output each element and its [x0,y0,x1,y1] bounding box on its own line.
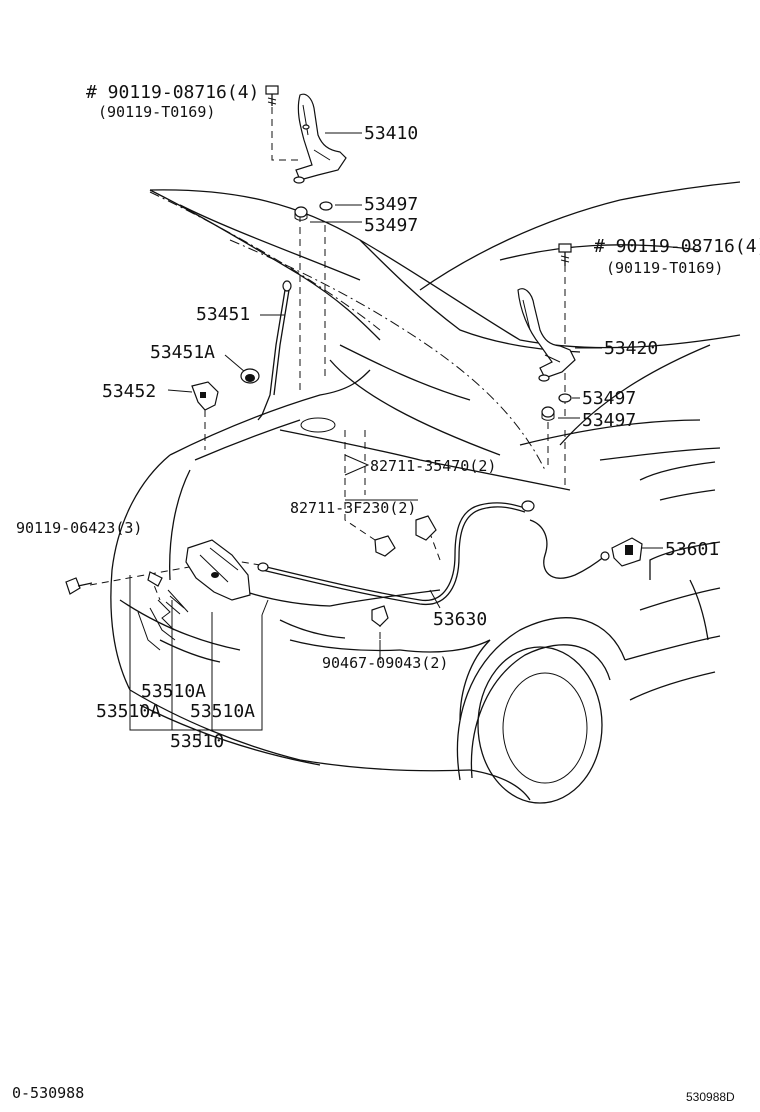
hood-lock-assembly [147,539,251,631]
label-rod-holder: 53452 [102,381,156,402]
label-release-cable: 53630 [433,609,487,630]
cushion-icon [541,393,572,421]
label-cushion-3: 53497 [582,388,636,409]
release-cable [257,500,610,605]
label-support-grommet: 53451A [150,342,215,363]
release-lever [611,537,643,567]
label-clip: 90467-09043(2) [322,654,448,672]
label-hinge-right: 53420 [604,338,658,359]
bolt-icon [265,85,279,106]
label-leaders [129,132,663,740]
label-bolt-hinge-right-alt: (90119-T0169) [606,259,723,277]
label-support-rod: 53451 [196,304,250,325]
diagram-code-left: 0-530988 [12,1084,84,1102]
part-labels: # 90119-08716(4) (90119-T0169) 53410 534… [16,82,760,752]
hood-hinge-right [517,288,576,382]
cushion-icon [294,201,333,221]
label-lock-sub-3: 53510A [190,701,255,722]
leader-lines [89,95,566,660]
clip-icon [371,605,389,627]
label-cushion-2: 53497 [364,215,418,236]
label-lock-sub-2: 53510A [96,701,161,722]
label-lock-sub-1: 53510A [141,681,206,702]
label-bolt-hinge-left-alt: (90119-T0169) [98,103,215,121]
rod-holder [191,381,219,411]
label-hinge-left: 53410 [364,123,418,144]
grommet-icon [240,368,260,384]
label-lock-assy: 53510 [170,731,224,752]
label-bolt-hinge-right: # 90119-08716(4) [594,236,760,257]
label-clamp-2: 82711-3F230(2) [290,499,416,517]
hood-support-rod [257,280,292,421]
clamp-icon [374,515,437,557]
label-cushion-1: 53497 [364,194,418,215]
label-cushion-4: 53497 [582,410,636,431]
label-bolt-hinge-left: # 90119-08716(4) [86,82,259,103]
vehicle-body-outline [110,181,741,804]
hood-hinge-left [293,93,347,184]
label-clamp-1: 82711-35470(2) [370,457,496,475]
diagram-code-right: 530988D [686,1090,735,1104]
bolt-icon [558,243,572,266]
label-bolt-lock: 90119-06423(3) [16,519,142,537]
bolt-icon [65,577,93,595]
label-release-lever: 53601 [665,539,719,560]
